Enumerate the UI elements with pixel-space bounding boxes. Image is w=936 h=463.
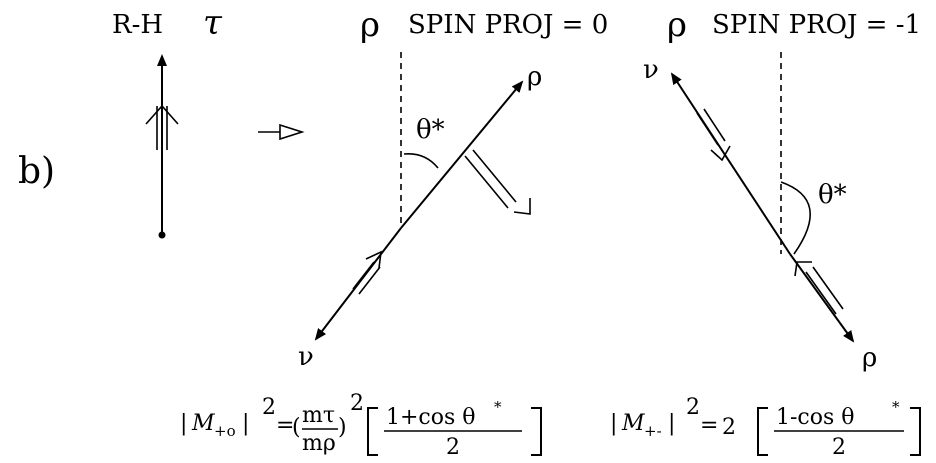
formula-left-bracket-close	[531, 407, 542, 456]
formula-right-num-star: *	[892, 398, 900, 416]
rho-spin0-nu-spin-head	[365, 250, 382, 269]
formula-right-bar-close: |	[668, 411, 675, 436]
rho-spin0-top-product: ρ	[527, 62, 542, 92]
formula-right-num: 1-cos θ	[776, 405, 855, 430]
rho-spin-minus1-nu-spin-head	[710, 145, 731, 162]
formula-left-paren-close: )	[338, 415, 347, 440]
rho-spin0-nu-spin-a	[352, 261, 375, 290]
rho-spin0-rho-arrow	[400, 80, 524, 229]
formula-left-bar-open: |	[180, 411, 187, 436]
rho-spin-minus1-symbol: ρ	[667, 5, 687, 45]
formula-left-den: 2	[446, 435, 460, 460]
formula-right-bracket-open	[757, 407, 768, 456]
formula-right-power: 2	[686, 395, 700, 420]
tau-symbol: τ	[203, 3, 223, 43]
rho-spin-minus1-angle-arc	[780, 181, 811, 255]
formula-left-equals: =	[276, 413, 294, 438]
rho-spin-minus1-top-product: ν	[643, 55, 659, 85]
rho-spin0-nu-spin-b	[358, 266, 381, 295]
formula-left-num: 1+cos θ	[386, 405, 476, 430]
formula-left-bracket-open	[367, 407, 378, 456]
formula-right-subscript: +-	[644, 422, 662, 440]
formula-right: | M +- | 2 = 2 1-cos θ * 2	[610, 395, 921, 460]
formula-left-bar-close: |	[242, 411, 249, 436]
formula-left-mass-power: 2	[350, 391, 364, 416]
formula-left-mass-den: mρ	[302, 431, 336, 456]
transition-arrow	[258, 123, 305, 141]
rho-spin0-nu-arrow	[314, 227, 402, 341]
rho-spin-minus1-title: SPIN PROJ = -1	[712, 10, 921, 40]
formula-left-symbol: M	[191, 411, 215, 436]
rho-spin-minus1-panel: ρ SPIN PROJ = -1 ν ρ θ*	[643, 5, 921, 373]
rho-spin0-bottom-product: ν	[298, 342, 314, 372]
rho-spin0-panel: ρ SPIN PROJ = 0 ρ ν θ*	[298, 5, 608, 372]
formula-right-bracket-close	[910, 407, 921, 456]
rho-spin-minus1-rho-spin-head	[794, 261, 812, 277]
rho-spin-minus1-nu-spin-b	[703, 108, 726, 142]
part-label: b)	[18, 151, 55, 192]
rho-spin0-symbol: ρ	[360, 5, 380, 45]
formula-left: | M +o | 2 = ( mτ mρ ) 2 1+cos θ * 2	[180, 391, 542, 460]
rho-spin0-rho-spin-a	[472, 149, 517, 203]
rho-spin-minus1-rho-arrow	[789, 253, 855, 343]
rho-spin0-angle-label: θ*	[416, 115, 445, 145]
formula-right-symbol: M	[621, 411, 645, 436]
rho-spin-minus1-nu-spin-a	[696, 112, 719, 146]
tau-panel: R-H τ	[112, 3, 223, 239]
rho-spin0-rho-spin-b	[464, 155, 509, 209]
tau-helicity-label: R-H	[112, 10, 163, 40]
formula-left-power: 2	[262, 395, 276, 420]
formula-left-subscript: +o	[214, 422, 236, 440]
tau-spin-arrowhead	[145, 104, 179, 125]
formula-right-bar-open: |	[610, 411, 617, 436]
rho-spin-minus1-bottom-product: ρ	[862, 343, 877, 373]
formula-left-paren-open: (	[292, 415, 301, 440]
rho-spin0-angle-arc	[403, 152, 439, 169]
formula-right-den: 2	[832, 435, 846, 460]
formula-left-mass-num: mτ	[302, 403, 335, 428]
rho-spin-minus1-nu-arrow	[670, 72, 791, 255]
tau-origin-dot	[158, 231, 166, 239]
rho-spin-minus1-angle-label: θ*	[818, 180, 847, 210]
formula-right-coef: 2	[722, 415, 736, 440]
formula-left-num-star: *	[494, 398, 502, 416]
rho-spin0-title: SPIN PROJ = 0	[408, 10, 608, 40]
rho-spin-minus1-rho-spin-a	[805, 271, 837, 315]
rho-spin-minus1-rho-spin-b	[812, 266, 844, 310]
formula-right-equals: =	[700, 413, 718, 438]
rho-spin0-rho-spin-head	[513, 198, 531, 215]
